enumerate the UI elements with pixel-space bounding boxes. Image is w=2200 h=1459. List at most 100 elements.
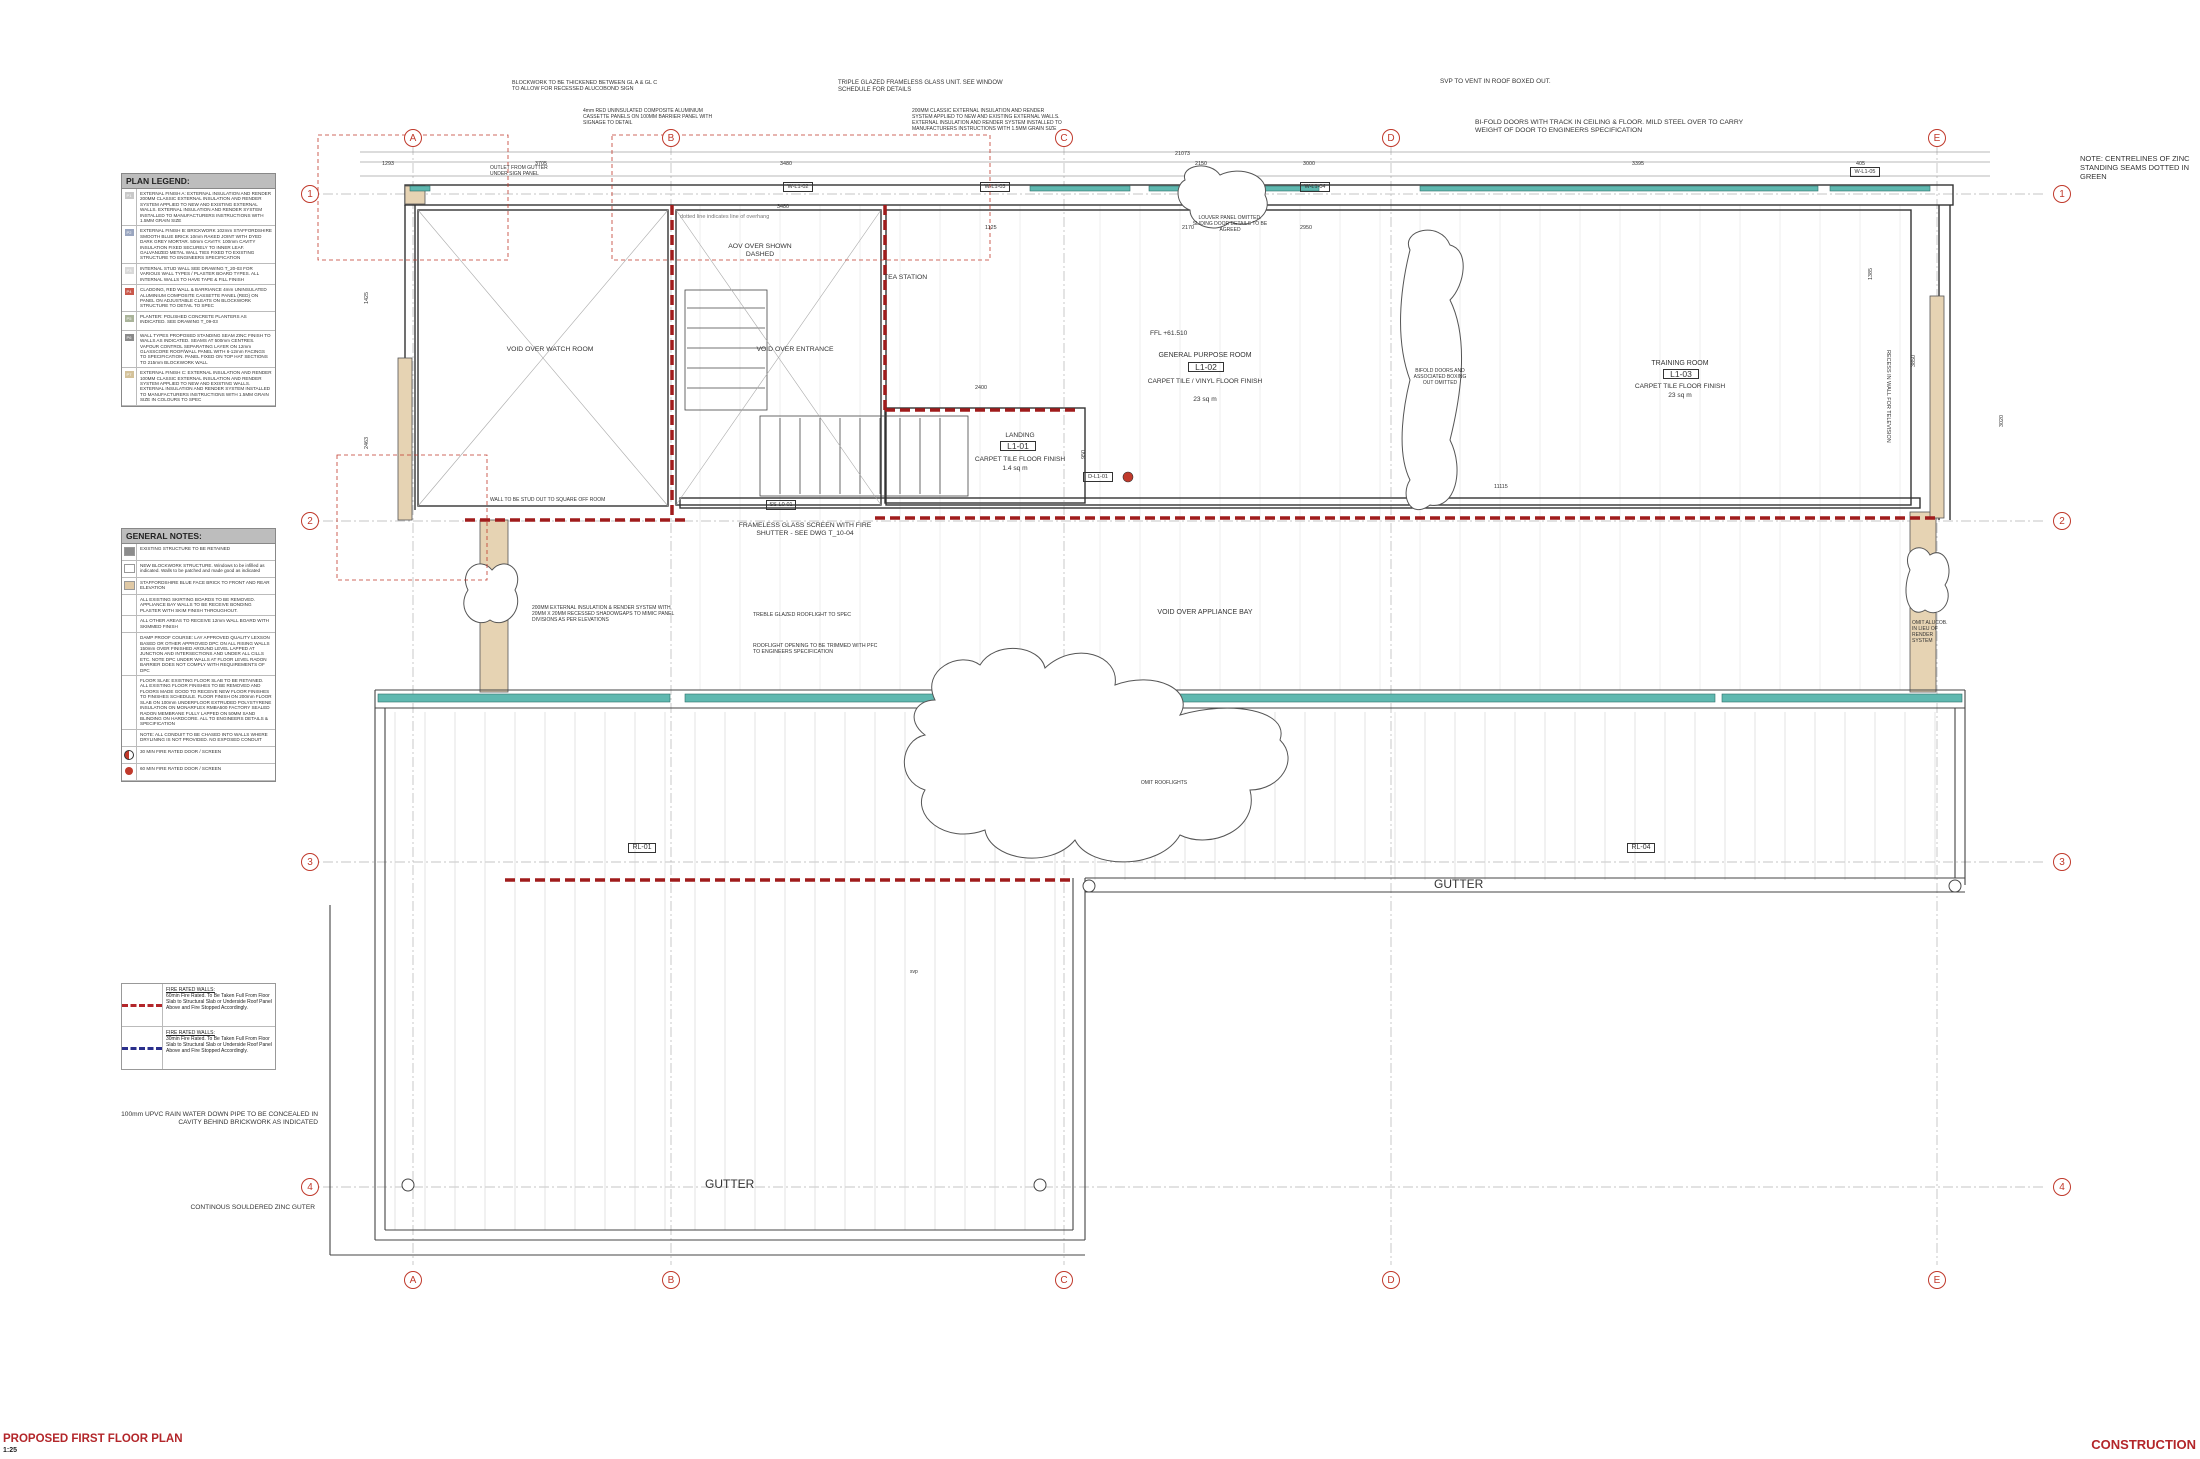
note-text: STAFFORDSHIRE BLUE FACE BRICK TO FRONT A…: [140, 580, 270, 591]
room-finish-l1-01: CARPET TILE FLOOR FINISH: [974, 456, 1066, 463]
note-swatch: [122, 763, 137, 780]
gutter-label-lower: GUTTER: [705, 1177, 755, 1191]
general-note-item: STAFFORDSHIRE BLUE FACE BRICK TO FRONT A…: [122, 578, 275, 595]
legend-swatch: P1: [122, 189, 137, 226]
note-text: EXISTING STRUCTURE TO BE RETAINED: [140, 546, 231, 551]
planting: [463, 165, 1950, 863]
drawing-scale: 1:25: [3, 1447, 18, 1454]
room-void-watch: VOID OVER WATCH ROOM: [506, 346, 594, 353]
general-note-item: EXISTING STRUCTURE TO BE RETAINED: [122, 544, 275, 561]
window-tag-w-l1-03: W-L1-03: [980, 182, 1010, 192]
legend-text: EXTERNAL FINISH A: EXTERNAL INSULATION A…: [140, 191, 272, 224]
grid-bubble-4-left: 4: [301, 1178, 319, 1196]
note-text: ALL EXISTING SKIRTING BOARDS TO BE REMOV…: [140, 597, 255, 613]
dimension-vertical-4: 3020: [1999, 415, 2005, 427]
frameless-screen-note: FRAMELESS GLASS SCREEN WITH FIRE SHUTTER…: [738, 522, 872, 537]
grid-bubble-3-left: 3: [301, 853, 319, 871]
grid-bubble-1-left: 1: [301, 185, 319, 203]
fire-key-desc: 60min Fire Rated. To Be Taken Full From …: [166, 993, 272, 1011]
dimension-top-2: 3480: [780, 161, 792, 167]
dimension-vertical-0: 1425: [364, 292, 370, 304]
legend-swatch: P7: [122, 368, 137, 405]
legend-swatch: P6: [122, 330, 137, 368]
legend-text: CLADDING, RED WALL & BARRIANCE 4mm UNINS…: [140, 287, 267, 309]
dimension-top-3: 2150: [1195, 161, 1207, 167]
dimension-mid-4: 1125: [985, 225, 997, 231]
bifold-boxing-note: BIFOLD DOORS AND ASSOCIATED BOXING OUT O…: [1413, 368, 1467, 386]
dimension-vertical-1: 1385: [1868, 268, 1874, 280]
rain-pipe-note: 100mm UPVC RAIN WATER DOWN PIPE TO BE CO…: [121, 1111, 318, 1126]
grid-bubble-b-top: B: [662, 129, 680, 147]
grid-bubble-c-top: C: [1055, 129, 1073, 147]
note-swatch: [122, 633, 137, 676]
general-note-item: 30 MIN FIRE RATED DOOR / SCREEN: [122, 746, 275, 764]
dimension-top-1: 3705: [535, 161, 547, 167]
fire-key-text: FIRE RATED WALLS:30min Fire Rated. To Be…: [163, 1027, 275, 1069]
dimension-vertical-2: 2463: [364, 437, 370, 449]
note-swatch: [122, 729, 137, 746]
note-text: ALL OTHER AREAS TO RECEIVE 12mm WALL BOA…: [140, 618, 269, 629]
legend-swatch: P2: [122, 226, 137, 263]
general-note-item: NOTE: ALL CONDUIT TO BE CHASED INTO WALL…: [122, 729, 275, 747]
grid-bubble-3-right: 3: [2053, 853, 2071, 871]
legend-text: WALL TYPES PROPOSED STANDING SEAM ZINC F…: [140, 332, 271, 365]
room-landing: LANDING: [1005, 432, 1035, 439]
grid-bubble-1-right: 1: [2053, 185, 2071, 203]
grid-bubble-4-right: 4: [2053, 1178, 2071, 1196]
rooflight-tag-rl-04: RL-04: [1627, 843, 1655, 853]
grid-bubble-a-bottom: A: [404, 1271, 422, 1289]
plan-legend-title: PLAN LEGEND:: [122, 174, 275, 189]
status-stamp: CONSTRUCTION: [2091, 1437, 2196, 1452]
rooflight-tag-rl-01: RL-01: [628, 843, 656, 853]
fire-key-title: FIRE RATED WALLS:: [166, 987, 215, 993]
dimension-lines: [360, 151, 1990, 177]
window-tag-w-l1-02: W-L1-02: [783, 182, 813, 192]
room-tea-station: TEA STATION: [884, 274, 928, 281]
note-swatch: [122, 746, 137, 763]
dimension-mid-1: 2170: [1182, 225, 1194, 231]
room-code-l1-02: L1-02: [1188, 362, 1224, 372]
dimension-top-6: 405: [1856, 161, 1865, 167]
zinc-gutter-note: CONTINOUS SOULDERED ZINC GUTER: [190, 1204, 315, 1211]
legend-text: INTERNAL STUD WALL SEE DRAWING T_20-03 F…: [140, 265, 259, 282]
grid-bubble-2-right: 2: [2053, 512, 2071, 530]
legend-text: EXTERNAL FINISH C: EXTERNAL INSULATION A…: [140, 370, 272, 403]
legend-text: PLANTER: POLISHED CONCRETE PLANTERS AS I…: [140, 313, 247, 325]
zinc-seam-note: NOTE: CENTRELINES OF ZINC STANDING SEAMS…: [2080, 154, 2190, 181]
legend-swatch: P4: [122, 285, 137, 311]
note-swatch: [122, 578, 137, 594]
dimension-top-0: 1293: [382, 161, 394, 167]
note-text: DAMP PROOF COURSE: LAY APPROVED QUALITY …: [140, 635, 270, 673]
bifold-note: BI-FOLD DOORS WITH TRACK IN CEILING & FL…: [1475, 119, 1744, 134]
dimension-mid-3: 3480: [777, 204, 789, 210]
note-text: FLOOR SLAB: EXISTING FLOOR SLAB TO BE RE…: [140, 678, 272, 727]
note-swatch: [122, 544, 137, 560]
general-notes: GENERAL NOTES: EXISTING STRUCTURE TO BE …: [121, 528, 276, 782]
wall-stud-note: WALL TO BE STUD OUT TO SQUARE OFF ROOM: [490, 497, 606, 503]
drawing-title: PROPOSED FIRST FLOOR PLAN: [3, 1433, 183, 1445]
omit-alucob-note: OMIT ALUCOB. IN LIEU OF RENDER SYSTEM: [1912, 620, 1948, 644]
legend-text: EXTERNAL FINISH B: BRICKWORK 102mm STAFF…: [140, 228, 272, 261]
room-code-l1-01: L1-01: [1000, 441, 1036, 451]
window-tag-w-l1-04: W-L1-04: [1300, 182, 1330, 192]
fire-key-text: FIRE RATED WALLS:60min Fire Rated. To Be…: [163, 984, 275, 1026]
window-tag-w-l1-05: W-L1-05: [1850, 167, 1880, 177]
room-training: TRAINING ROOM: [1651, 360, 1709, 367]
general-note-item: FLOOR SLAB: EXISTING FLOOR SLAB TO BE RE…: [122, 676, 275, 730]
room-finish-l1-03: CARPET TILE FLOOR FINISH: [1634, 383, 1726, 390]
grid-bubble-c-bottom: C: [1055, 1271, 1073, 1289]
omit-rooflights-note: OMIT ROOFLIGHTS: [1140, 780, 1188, 786]
svp-small-label: svp: [910, 969, 918, 975]
fire-key-item: FIRE RATED WALLS:60min Fire Rated. To Be…: [122, 984, 275, 1027]
note-text: NEW BLOCKWORK STRUCTURE. Windows to be i…: [140, 563, 265, 574]
general-note-item: ALL EXISTING SKIRTING BOARDS TO BE REMOV…: [122, 595, 275, 617]
grid-bubble-a-top: A: [404, 129, 422, 147]
grid-bubble-e-bottom: E: [1928, 1271, 1946, 1289]
ext-insulation-note: 200MM EXTERNAL INSULATION & RENDER SYSTE…: [532, 605, 675, 623]
recess-tv-note: RECESS IN WALL FOR TELEVISION: [1885, 350, 1891, 443]
